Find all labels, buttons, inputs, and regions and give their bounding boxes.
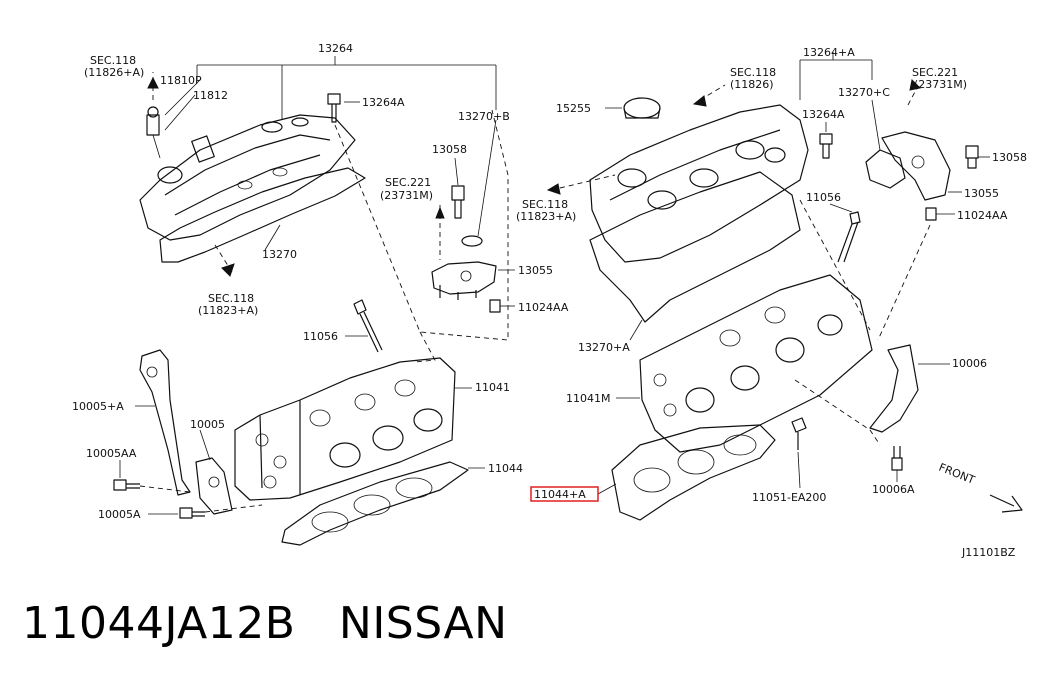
- label-sec221-right: SEC.221: [912, 66, 958, 79]
- label-11044: 11044: [488, 462, 523, 475]
- label-11044a-highlighted[interactable]: 11044+A: [534, 488, 586, 501]
- rocker-cover-right: [589, 104, 809, 263]
- label-sec221-left: SEC.221: [385, 176, 431, 189]
- label-13055-right: 13055: [964, 187, 999, 200]
- bolt-10005aa: [113, 479, 140, 491]
- label-11812: 11812: [193, 89, 228, 102]
- label-13264a-plus: 13264+A: [803, 46, 855, 59]
- bolt-13264a-left: [327, 93, 341, 123]
- label-13264: 13264: [318, 42, 353, 55]
- part-number-caption: 11044JA12B NISSAN: [22, 598, 508, 649]
- label-10005aa: 10005AA: [86, 447, 137, 460]
- label-11041m: 11041M: [566, 392, 610, 405]
- bolt-10006a: [891, 446, 903, 471]
- label-13270c: 13270+C: [838, 86, 890, 99]
- label-11041: 11041: [475, 381, 510, 394]
- label-10005a: 10005A: [98, 508, 141, 521]
- label-15255: 15255: [556, 102, 591, 115]
- highlight-box: [530, 486, 599, 502]
- bracket-10005: [195, 457, 233, 515]
- label-sec118-bot: SEC.118: [208, 292, 254, 305]
- label-sec118-mid: SEC.118: [730, 66, 776, 79]
- stud-11051: [791, 417, 807, 450]
- sensor-13058-right: [965, 145, 979, 169]
- label-sec118-top: SEC.118: [90, 54, 136, 67]
- head-gasket-right: [611, 424, 776, 521]
- label-10005: 10005: [190, 418, 225, 431]
- label-11056-left: 11056: [303, 330, 338, 343]
- sensor-13058-left: [451, 185, 465, 219]
- label-13270a: 13270+A: [578, 341, 630, 354]
- sensor-11810p: [146, 106, 183, 184]
- seal-13270c: [865, 149, 906, 189]
- filter-11024aa-right: [925, 207, 937, 221]
- label-sec118-right: SEC.118: [522, 198, 568, 211]
- label-diagram-code: J11101BZ: [961, 546, 1016, 559]
- label-sec118-bot-sub: (11823+A): [198, 304, 258, 317]
- label-11810p: 11810P: [160, 74, 202, 87]
- label-11051: 11051-EA200: [752, 491, 826, 504]
- seal-13270b: [461, 235, 483, 247]
- label-sec221-right-sub: (23731M): [914, 78, 967, 91]
- bolt-11056-right: [837, 211, 861, 263]
- label-10005a-top: 10005+A: [72, 400, 124, 413]
- label-11024aa-right: 11024AA: [957, 209, 1008, 222]
- bolt-13264a-right: [819, 133, 833, 159]
- label-10006: 10006: [952, 357, 987, 370]
- label-sec118-mid-sub: (11826): [730, 78, 774, 91]
- bolt-11056-left: [353, 299, 383, 353]
- label-front: FRONT: [937, 461, 977, 487]
- label-13264a-left: 13264A: [362, 96, 405, 109]
- label-11056-right: 11056: [806, 191, 841, 204]
- filter-11024aa-left: [489, 299, 501, 313]
- cylinder-head-left: [234, 357, 456, 501]
- front-arrow-icon: [989, 494, 1023, 513]
- parts-diagram: 13264 SEC.118 (11826+A) 11810P 11812 132…: [72, 42, 1027, 559]
- label-13055-left: 13055: [518, 264, 553, 277]
- rocker-cover-left: [139, 114, 356, 241]
- label-13264a-right: 13264A: [802, 108, 845, 121]
- bracket-10005a: [139, 349, 191, 496]
- bracket-10006: [869, 344, 919, 433]
- rocker-cover-gasket-right: [589, 171, 801, 323]
- label-13270b: 13270+B: [458, 110, 510, 123]
- bolt-10005a: [179, 507, 205, 519]
- solenoid-13055-left: [431, 261, 497, 300]
- label-11024aa-left: 11024AA: [518, 301, 569, 314]
- rocker-cover-gasket-left: [159, 167, 366, 263]
- label-13058-left: 13058: [432, 143, 467, 156]
- label-10006a: 10006A: [872, 483, 915, 496]
- label-sec118-top-sub: (11826+A): [84, 66, 144, 79]
- label-sec221-left-sub: (23731M): [380, 189, 433, 202]
- cylinder-head-right: [639, 274, 873, 453]
- head-gasket-left: [281, 461, 469, 546]
- label-13058-right: 13058: [992, 151, 1027, 164]
- solenoid-13055-right: [881, 131, 951, 201]
- label-sec118-right-sub: (11823+A): [516, 210, 576, 223]
- label-13270: 13270: [262, 248, 297, 261]
- oil-filler-cap-15255: [623, 97, 661, 119]
